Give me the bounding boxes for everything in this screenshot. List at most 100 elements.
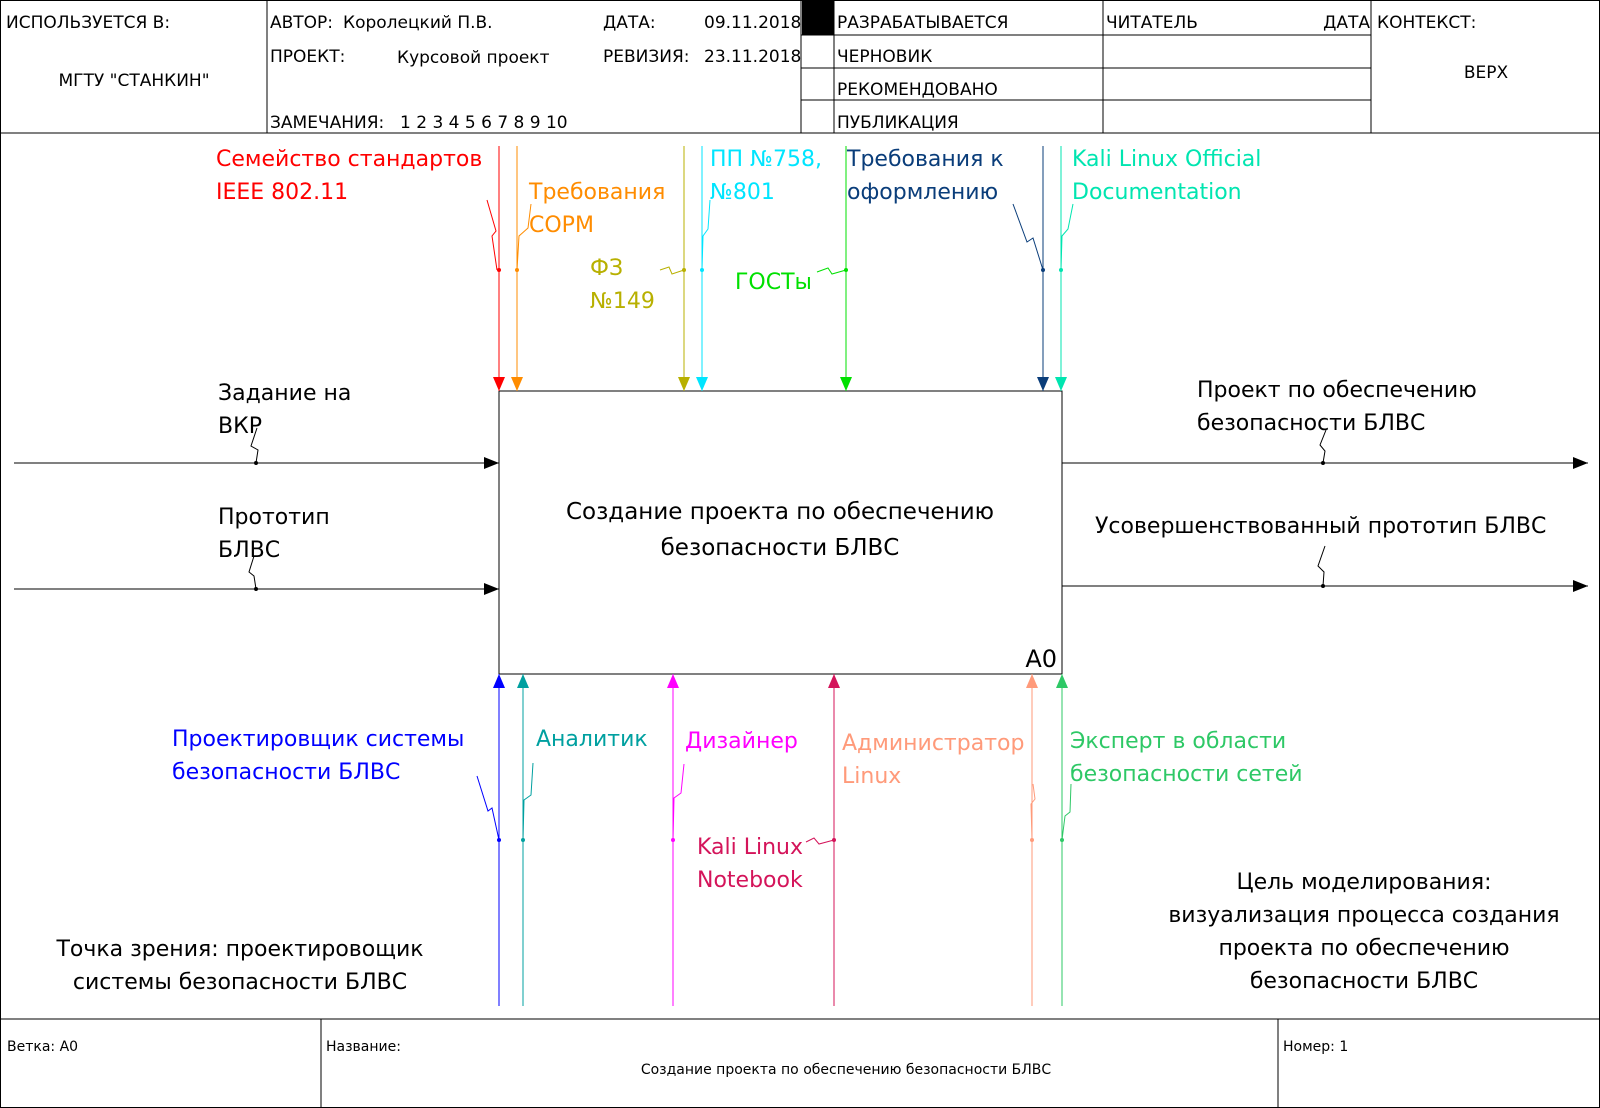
control-arrowhead <box>678 377 690 391</box>
label-connector <box>1317 545 1326 587</box>
title-label: Название: <box>326 1039 401 1055</box>
mechanism-label: Проектировщик системы <box>172 727 464 752</box>
arrow-dot <box>1041 268 1045 272</box>
mechanism-arrowhead <box>1026 674 1038 688</box>
arrow-dot <box>1030 838 1034 842</box>
mechanism-arrowhead <box>517 674 529 688</box>
input-arrowhead <box>484 583 499 595</box>
used-in-label: ИСПОЛЬЗУЕТСЯ В: <box>6 13 170 33</box>
status-marker <box>802 1 834 35</box>
purpose-text: безопасности БЛВС <box>1250 969 1478 994</box>
author-label: АВТОР: <box>270 13 333 33</box>
mechanism-label: Дизайнер <box>685 729 798 754</box>
viewpoint-text: Точка зрения: проектировощик <box>55 937 423 962</box>
output-arrowhead <box>1573 580 1588 592</box>
date-value: 09.11.2018 <box>704 13 801 33</box>
control-label: ГОСТы <box>735 270 812 295</box>
arrow-dot <box>254 461 258 465</box>
status-publication: ПУБЛИКАЦИЯ <box>837 113 959 133</box>
arrow-dot <box>515 268 519 272</box>
revision-label: РЕВИЗИЯ: <box>603 47 690 67</box>
viewpoint-text: системы безопасности БЛВС <box>73 970 407 995</box>
control-label: №801 <box>710 180 775 205</box>
arrow-dot <box>521 838 525 842</box>
status-developing: РАЗРАБАТЫВАЕТСЯ <box>837 13 1008 33</box>
activity-id: A0 <box>1025 645 1057 673</box>
output-label: безопасности БЛВС <box>1197 411 1425 436</box>
control-label: ФЗ <box>590 256 623 281</box>
output-label: Усовершенствованный прототип БЛВС <box>1095 514 1546 539</box>
output-arrowhead <box>1573 457 1588 469</box>
control-label: IEEE 802.11 <box>216 180 348 205</box>
diagram-title: Создание проекта по обеспечению безопасн… <box>641 1062 1052 1078</box>
control-arrowhead <box>511 377 523 391</box>
notes-label: ЗАМЕЧАНИЯ: <box>270 113 384 133</box>
label-connector <box>1012 203 1044 271</box>
input-label: БЛВС <box>218 538 280 563</box>
revision-value: 23.11.2018 <box>704 47 801 67</box>
input-label: Прототип <box>218 505 330 530</box>
input-label: ВКР <box>218 414 262 439</box>
input-label: Задание на <box>218 381 351 406</box>
mechanism-arrowhead <box>667 674 679 688</box>
arrow-dot <box>1321 461 1325 465</box>
control-arrowhead <box>696 377 708 391</box>
arrows-layer <box>14 146 1588 1006</box>
activity-box[interactable] <box>498 390 1063 675</box>
mechanism-arrowhead <box>493 674 505 688</box>
arrow-dot <box>497 268 501 272</box>
input-arrowhead <box>484 457 499 469</box>
arrow-dot <box>700 268 704 272</box>
control-label: Требования <box>528 180 665 205</box>
date-label: ДАТА: <box>603 13 656 33</box>
label-connector <box>248 555 257 590</box>
control-arrowhead <box>493 377 505 391</box>
control-label: ПП №758, <box>710 147 822 172</box>
author-value: Королецкий П.В. <box>343 13 493 33</box>
control-label: оформлению <box>847 180 998 205</box>
label-connector <box>659 266 685 275</box>
project-value: Курсовой проект <box>397 48 550 68</box>
mechanism-label: Linux <box>842 764 901 789</box>
control-label: СОРМ <box>529 213 594 238</box>
label-connector <box>476 775 500 841</box>
context-value: ВЕРХ <box>1464 63 1509 83</box>
control-label: Documentation <box>1072 180 1242 205</box>
purpose-text: Цель моделирования: <box>1237 870 1492 895</box>
purpose-text: проекта по обеспечению <box>1218 936 1509 961</box>
output-label: Проект по обеспечению <box>1197 378 1477 403</box>
label-connector <box>250 427 259 464</box>
status-recommended: РЕКОМЕНДОВАНО <box>837 80 998 100</box>
control-label: Требования к <box>846 147 1004 172</box>
label-connector <box>701 199 711 271</box>
arrow-dot <box>1321 584 1325 588</box>
footer-frame <box>0 1018 1600 1108</box>
number-label: Номер: 1 <box>1283 1039 1348 1055</box>
control-label: Kali Linux Official <box>1072 147 1261 172</box>
mechanism-label: Эксперт в области <box>1070 729 1286 754</box>
label-connector <box>522 762 534 841</box>
arrow-dot <box>497 838 501 842</box>
arrow-dot <box>671 838 675 842</box>
label-connector <box>486 199 498 271</box>
mechanism-label: безопасности сетей <box>1070 762 1303 787</box>
label-connector <box>1060 203 1074 271</box>
activity-text: безопасности БЛВС <box>661 535 900 561</box>
purpose-text: визуализация процесса создания <box>1168 903 1559 928</box>
activity-text: Создание проекта по обеспечению <box>566 499 994 525</box>
mechanism-arrowhead <box>828 674 840 688</box>
reader-date-label: ДАТА <box>1323 13 1370 33</box>
arrow-dot <box>682 268 686 272</box>
control-label: №149 <box>590 289 655 314</box>
arrow-dot <box>832 838 836 842</box>
mechanism-label: Notebook <box>697 868 803 893</box>
project-label: ПРОЕКТ: <box>270 47 345 67</box>
control-arrowhead <box>1037 377 1049 391</box>
label-connector <box>1061 783 1072 841</box>
arrow-dot <box>1059 268 1063 272</box>
notes-value: 1 2 3 4 5 6 7 8 9 10 <box>400 113 568 133</box>
label-connector <box>816 267 847 275</box>
mechanism-arrowhead <box>1056 674 1068 688</box>
reader-label: ЧИТАТЕЛЬ <box>1106 13 1198 33</box>
